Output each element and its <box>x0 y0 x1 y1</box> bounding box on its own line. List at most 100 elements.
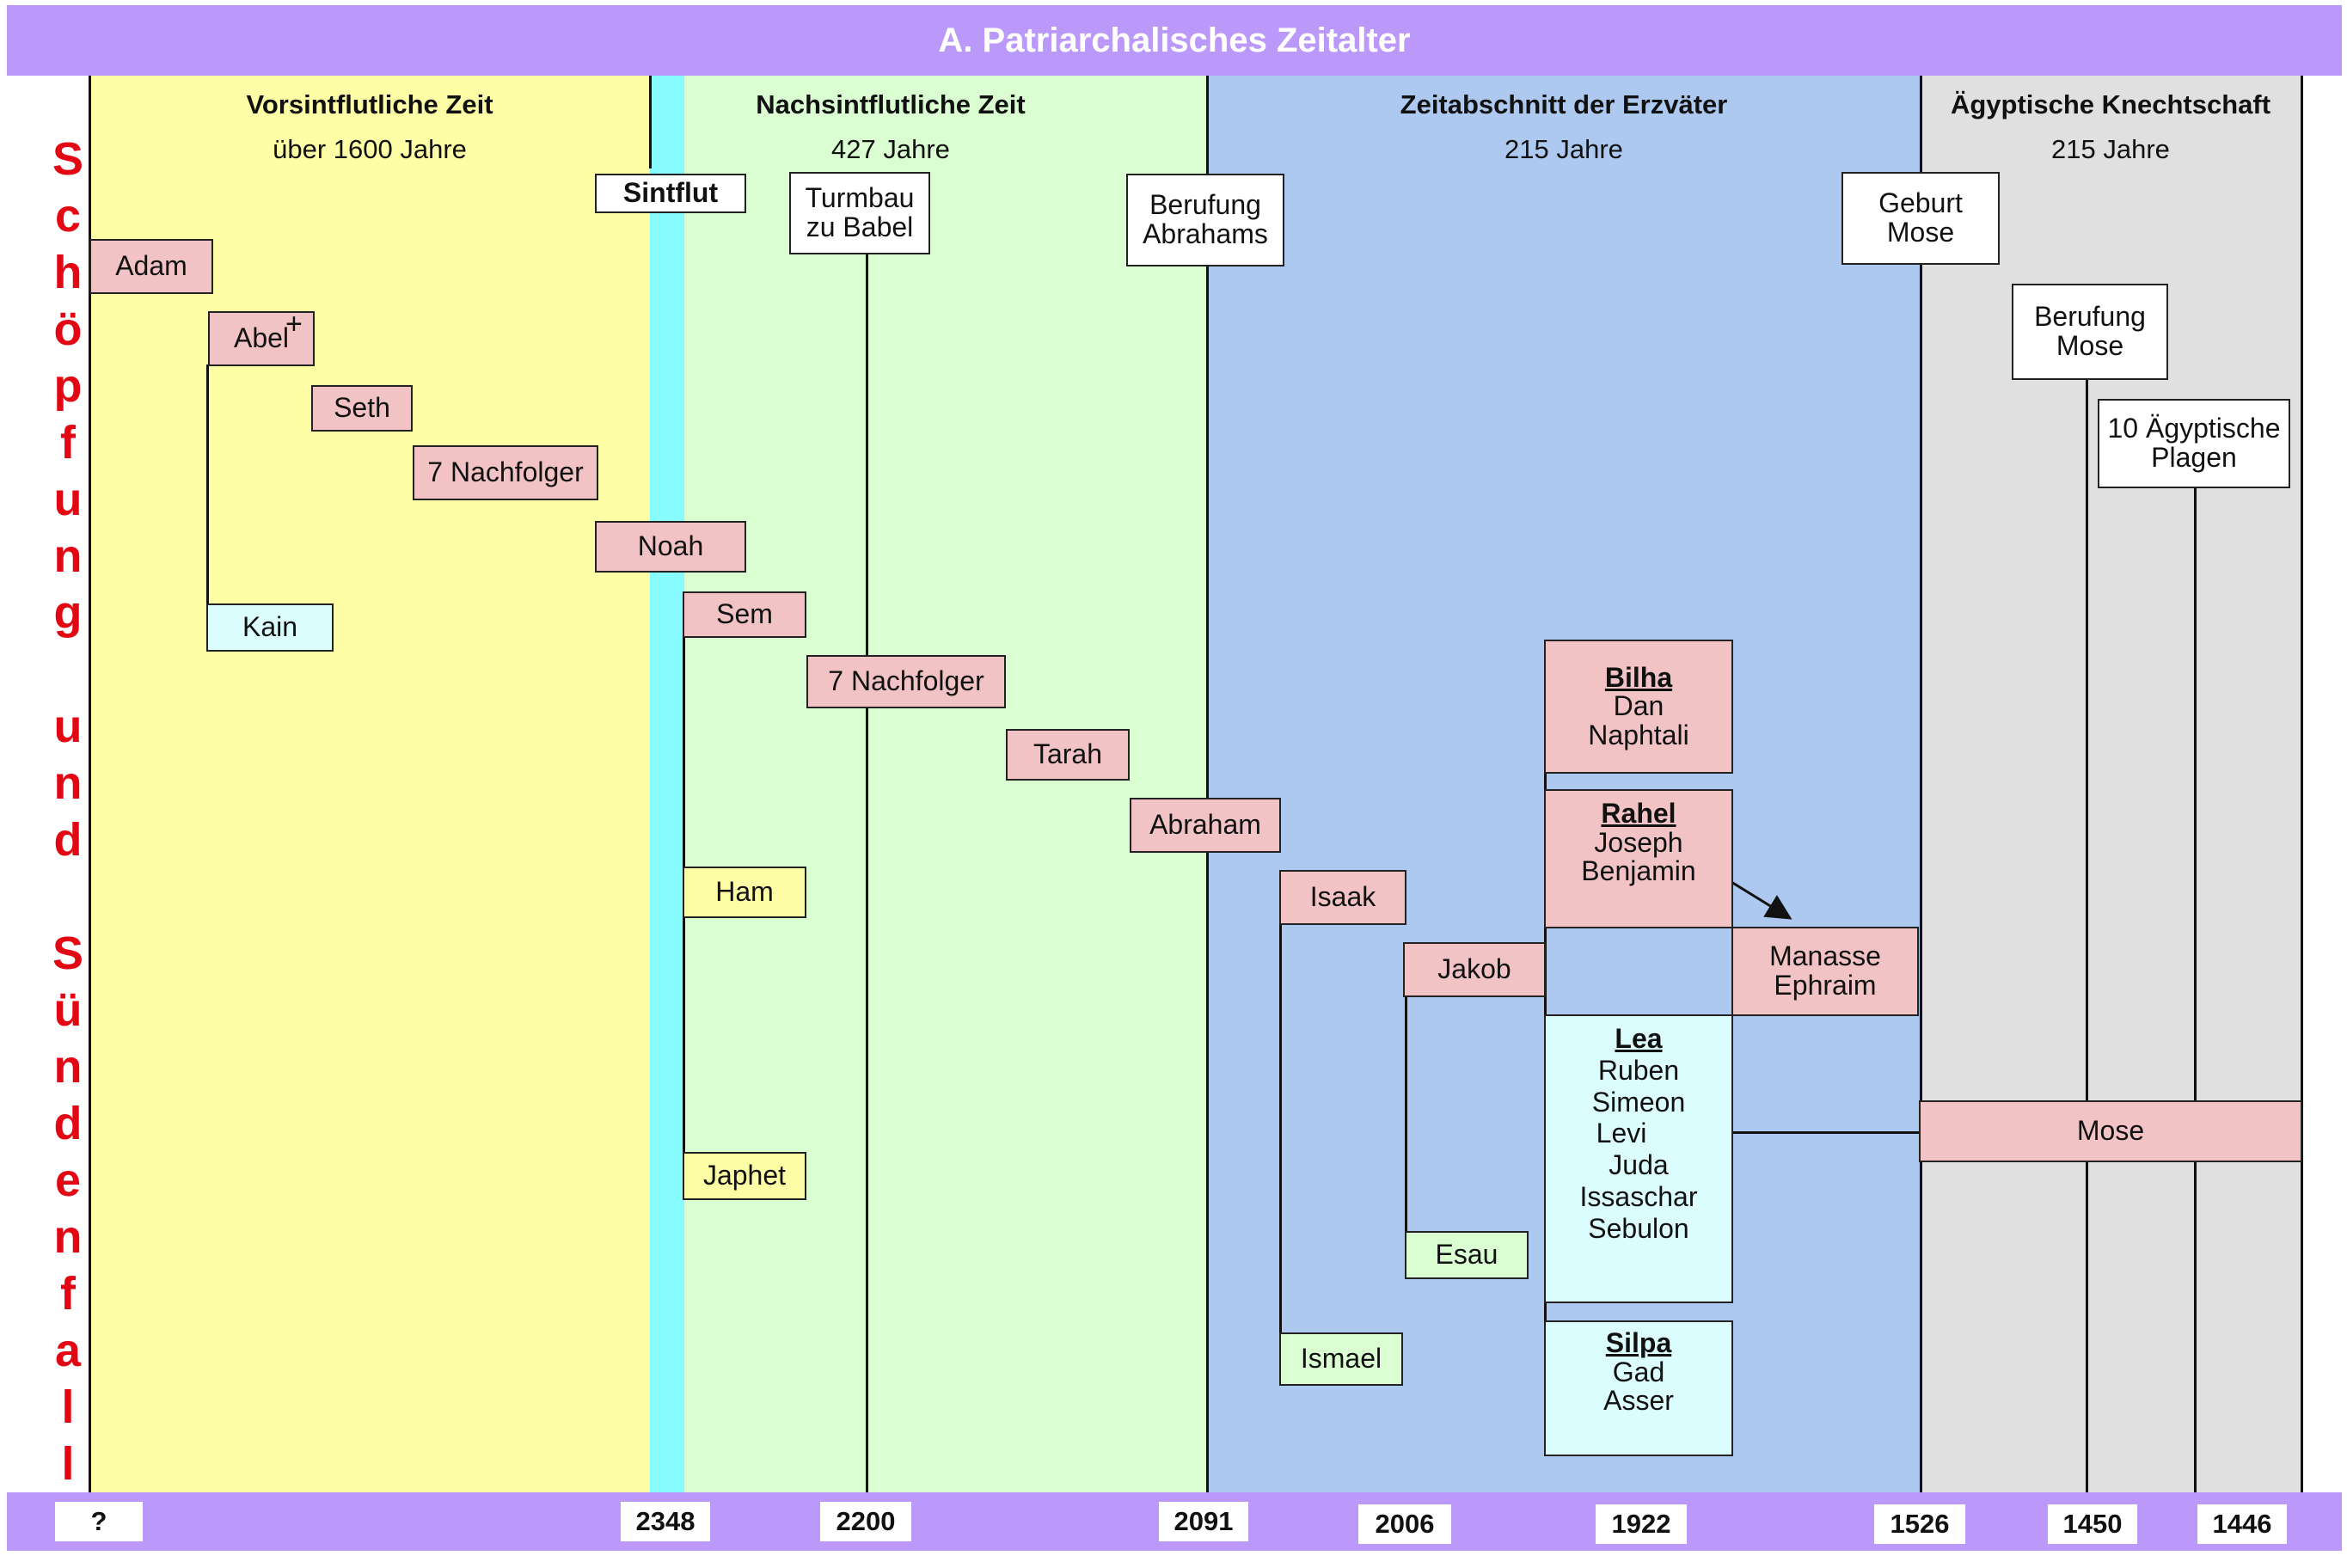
person-abraham: Abraham <box>1130 798 1281 853</box>
era-duration: 215 Jahre <box>1504 134 1623 164</box>
wife-silpa-box: Silpa Gad Asser <box>1544 1320 1733 1456</box>
era-divider <box>2301 76 2303 1494</box>
year-label: 1526 <box>1874 1504 1965 1544</box>
side-letter: f <box>60 417 76 469</box>
year-label: 2006 <box>1358 1504 1451 1544</box>
event-label: Berufung <box>2034 301 2146 333</box>
page-title: A. Patriarchalisches Zeitalter <box>938 21 1411 59</box>
side-letter: l <box>61 1381 75 1433</box>
side-letter: d <box>53 1098 83 1149</box>
event-turmbau: Turmbau zu Babel <box>789 172 930 254</box>
event-sintflut: Sintflut <box>595 174 746 213</box>
side-letter: u <box>53 701 83 752</box>
side-letter: e <box>54 1155 82 1206</box>
event-label: 10 Ägyptische <box>2107 413 2281 444</box>
person-esau: Esau <box>1405 1231 1529 1279</box>
event-label: Sintflut <box>622 177 719 209</box>
person-manasse-ephraim: Manasse Ephraim <box>1731 927 1919 1016</box>
wife-rahel-box: Rahel Joseph Benjamin <box>1544 789 1733 928</box>
event-label: zu Babel <box>806 211 914 242</box>
era-title: Ägyptische Knechtschaft <box>1950 89 2271 119</box>
son-name: Levi <box>1596 1118 1647 1149</box>
wife-lea-box: Lea Ruben Simeon Levi Juda Issaschar Seb… <box>1544 1014 1733 1303</box>
era-band-pre-flood <box>89 76 650 1494</box>
side-letter: S <box>52 928 84 979</box>
wife-bilha-box: Bilha Dan Naphtali <box>1544 640 1733 774</box>
side-letter: d <box>53 814 83 866</box>
person-jakob: Jakob <box>1403 942 1546 997</box>
person-nachfolger-1: 7 Nachfolger <box>413 445 598 500</box>
death-cross-icon: + <box>285 308 303 340</box>
era-title: Zeitabschnitt der Erzväter <box>1400 89 1728 119</box>
flood-band <box>650 76 684 1494</box>
wife-name: Lea <box>1615 1023 1663 1054</box>
era-duration: über 1600 Jahre <box>273 134 467 164</box>
side-letter: n <box>53 1211 83 1263</box>
son-name: Juda <box>1609 1149 1669 1181</box>
wife-name: Bilha <box>1604 661 1673 693</box>
side-letter: n <box>53 757 83 809</box>
person-noah: Noah <box>595 521 746 573</box>
side-letter: n <box>53 1041 83 1093</box>
son-name: Ruben <box>1597 1054 1680 1086</box>
person-label: Abel <box>233 322 290 354</box>
lineage-line <box>1279 924 1282 1351</box>
son-name: Sebulon <box>1588 1212 1689 1244</box>
side-letter: f <box>60 1268 76 1320</box>
son-name: Gad <box>1612 1356 1665 1387</box>
side-letter: g <box>53 587 83 639</box>
son-name: Joseph <box>1594 826 1683 858</box>
lineage-line <box>1405 995 1407 1241</box>
era-duration: 215 Jahre <box>2051 134 2170 164</box>
event-label: Berufung <box>1149 189 1261 221</box>
person-abel: Abel + <box>208 308 315 366</box>
event-label: Geburt <box>1878 187 1963 219</box>
side-letter: n <box>53 530 83 582</box>
side-letter: S <box>52 133 84 185</box>
event-label: Mose <box>2056 330 2124 361</box>
side-letter: ö <box>53 303 83 355</box>
side-letter: l <box>61 1438 75 1490</box>
year-label: 2200 <box>820 1502 911 1541</box>
year-label: 1446 <box>2197 1504 2287 1544</box>
era-title: Vorsintflutliche Zeit <box>246 89 493 119</box>
era-divider <box>649 76 652 168</box>
son-name: Issaschar <box>1579 1180 1698 1212</box>
person-tarah: Tarah <box>1006 729 1130 781</box>
person-ham: Ham <box>683 867 806 918</box>
wife-name: Rahel <box>1601 798 1676 829</box>
era-divider <box>1920 76 1922 1494</box>
year-label: 1922 <box>1596 1504 1687 1544</box>
event-label: Abrahams <box>1143 218 1268 249</box>
header-bar <box>7 5 2342 76</box>
event-berufung-mose: Berufung Mose <box>2012 284 2168 380</box>
event-label: Turmbau <box>805 182 915 214</box>
era-divider <box>89 76 91 1494</box>
event-label: Plagen <box>2151 442 2237 473</box>
person-label: Ephraim <box>1774 970 1877 1001</box>
son-name: Benjamin <box>1581 855 1696 887</box>
event-berufung-abrahams: Berufung Abrahams <box>1126 174 1284 266</box>
side-letter: h <box>53 247 83 298</box>
timeline-line <box>866 254 868 1494</box>
era-title: Nachsintflutliche Zeit <box>756 89 1026 119</box>
side-letter: a <box>54 1325 82 1376</box>
son-name: Asser <box>1603 1385 1674 1417</box>
event-geburt-mose: Geburt Mose <box>1841 172 2000 265</box>
wife-name: Silpa <box>1605 1327 1672 1358</box>
person-mose: Mose <box>1919 1100 2302 1162</box>
person-adam: Adam <box>89 239 213 294</box>
person-seth: Seth <box>311 385 413 432</box>
era-band-post-flood <box>684 76 1207 1494</box>
person-nachfolger-2: 7 Nachfolger <box>806 655 1006 708</box>
year-label: ? <box>55 1502 143 1541</box>
event-label: Mose <box>1886 217 1955 248</box>
son-name: Simeon <box>1591 1086 1686 1118</box>
person-label: Manasse <box>1769 940 1881 972</box>
year-label: 2348 <box>621 1502 710 1541</box>
lineage-line <box>1731 1131 1921 1134</box>
side-letter: c <box>54 190 82 242</box>
person-japhet: Japhet <box>683 1152 806 1200</box>
timeline-line <box>2086 378 2088 1494</box>
son-name: Dan <box>1613 690 1664 722</box>
